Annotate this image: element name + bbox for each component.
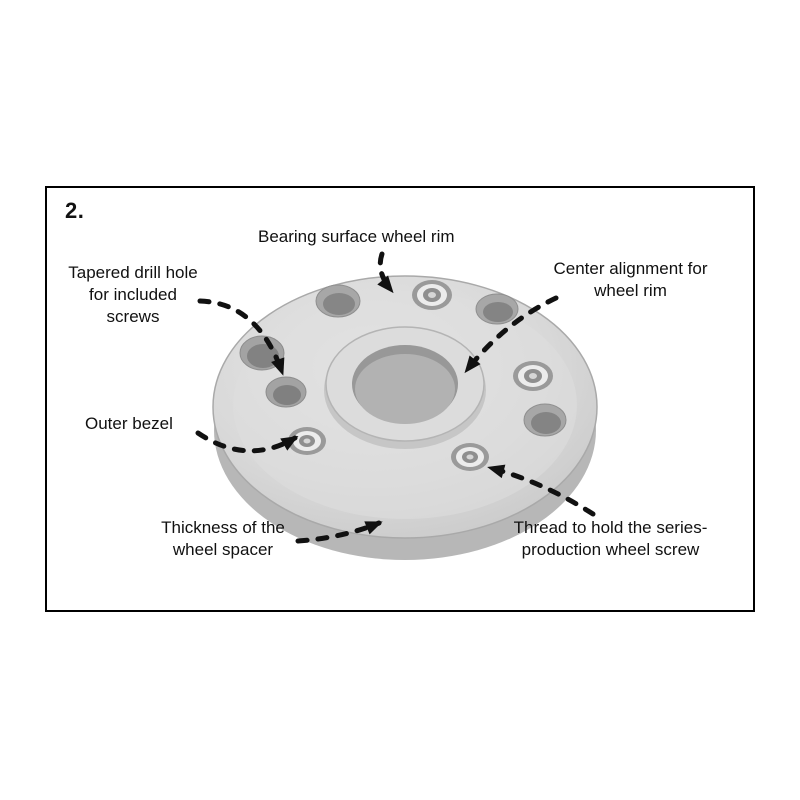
label-line: wheel rim xyxy=(594,281,667,300)
label-bearing-surface: Bearing surface wheel rim xyxy=(258,227,455,246)
label-line: production wheel screw xyxy=(521,540,700,559)
label-line: Center alignment for xyxy=(553,259,708,278)
step-number: 2. xyxy=(65,198,85,223)
label-line: Tapered drill hole xyxy=(68,263,198,282)
label-tapered-drill-hole: Tapered drill hole for included screws xyxy=(48,262,218,328)
label-line: screws xyxy=(106,307,160,326)
label-thickness: Thickness of the wheel spacer xyxy=(138,517,308,561)
label-line: for included xyxy=(89,285,177,304)
label-line: wheel spacer xyxy=(172,540,274,559)
label-thread: Thread to hold the series- production wh… xyxy=(488,517,733,561)
label-line: Thread to hold the series- xyxy=(513,518,708,537)
label-center-alignment: Center alignment for wheel rim xyxy=(528,258,733,302)
label-outer-bezel: Outer bezel xyxy=(85,414,173,433)
label-line: Thickness of the xyxy=(161,518,285,537)
